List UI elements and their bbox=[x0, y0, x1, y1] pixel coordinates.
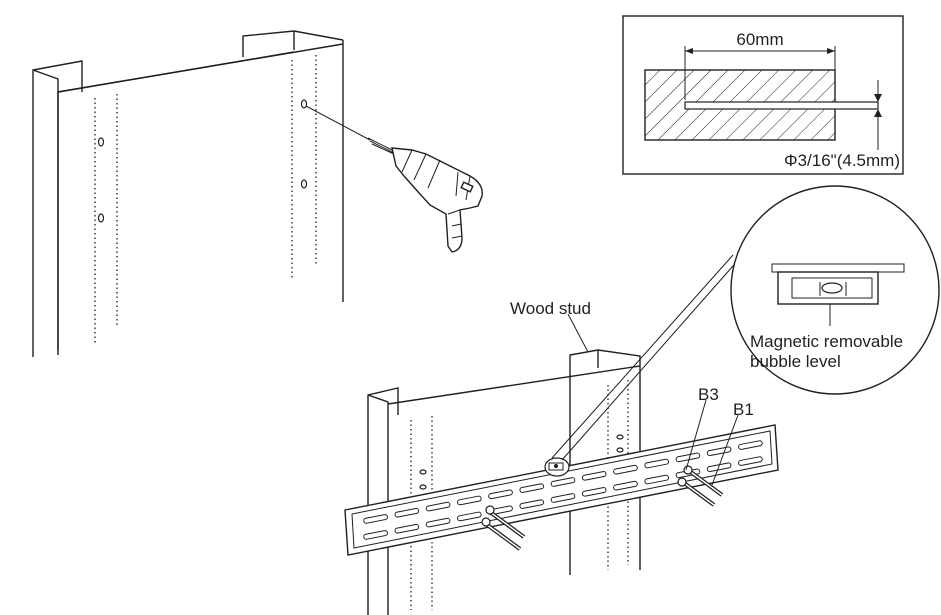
wall-with-studs-drilling bbox=[32, 30, 483, 357]
plate-slot bbox=[363, 530, 388, 540]
plate-slot bbox=[488, 489, 513, 500]
pilot-hole bbox=[300, 99, 308, 109]
plate-slot bbox=[394, 523, 420, 534]
plate-slot bbox=[550, 493, 576, 503]
plate-slot bbox=[456, 495, 482, 506]
plate-slot bbox=[581, 487, 607, 497]
wood-stud-label: Wood stud bbox=[510, 299, 591, 318]
screw-b3-label: B3 bbox=[698, 385, 719, 404]
plate-slot bbox=[644, 474, 670, 485]
right-stud bbox=[242, 30, 344, 302]
plate-slot bbox=[550, 477, 576, 487]
diameter-label: Φ3/16"(4.5mm) bbox=[784, 151, 900, 170]
bubble-level-label-line2: bubble level bbox=[750, 352, 841, 371]
screw bbox=[481, 505, 526, 551]
bubble-level bbox=[544, 457, 570, 477]
plate-slot bbox=[644, 458, 670, 469]
wall-plate bbox=[344, 424, 779, 556]
plate-slot bbox=[456, 511, 482, 522]
screw-b1 bbox=[683, 465, 724, 497]
bubble-level-label-line1: Magnetic removable bbox=[750, 332, 903, 351]
pilot-hole bbox=[97, 213, 105, 223]
pilot-hole bbox=[97, 137, 105, 147]
plate-slot bbox=[394, 507, 420, 518]
plate-slot bbox=[519, 499, 545, 509]
drill-icon bbox=[367, 137, 483, 253]
plate-slot bbox=[363, 514, 388, 524]
plate-slot bbox=[738, 456, 763, 466]
wall-plate-mounting: Wood stud B3 B1 bbox=[344, 254, 779, 615]
plate-slot bbox=[519, 483, 545, 493]
bubble-level-magnified: Magnetic removable bubble level bbox=[730, 185, 940, 395]
plate-slot bbox=[738, 440, 763, 450]
drilling-depth-detail: 60mm Φ3/16"(4.5mm) bbox=[622, 15, 904, 175]
plate-slot bbox=[706, 462, 732, 473]
plate-slot bbox=[613, 464, 638, 475]
wall-panel bbox=[57, 51, 295, 355]
plate-slot bbox=[581, 471, 607, 481]
pilot-hole bbox=[300, 179, 308, 189]
screw-b1-label: B1 bbox=[733, 400, 754, 419]
screw-b3 bbox=[677, 477, 716, 507]
depth-label: 60mm bbox=[736, 30, 783, 49]
right-stud bbox=[569, 349, 641, 575]
plate-slot bbox=[613, 480, 638, 491]
plate-slot bbox=[425, 501, 451, 512]
plate-slot bbox=[425, 517, 451, 528]
